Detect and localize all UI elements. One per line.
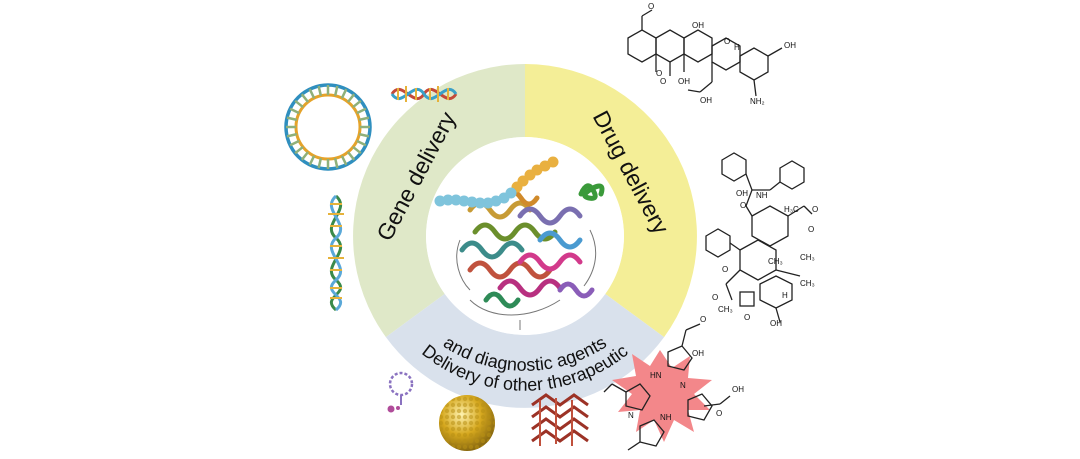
svg-text:NH: NH	[756, 191, 768, 200]
molecule-1-labels: O OH OH OH OH NH₂ O O O H	[648, 2, 796, 106]
dna-base-pair	[294, 145, 304, 155]
dna-base-pair	[308, 88, 316, 99]
molecule-2-labels: NH OH O O H₃C CH₃ CH₃ OH H O O O CH₃ O C…	[712, 189, 818, 328]
dna-base-pair	[333, 85, 339, 97]
ring: Gene delivery Drug delivery Delivery of …	[353, 64, 697, 408]
svg-text:OH: OH	[700, 96, 712, 105]
svg-text:H₃C: H₃C	[784, 205, 799, 214]
svg-text:O: O	[712, 293, 718, 302]
svg-text:N: N	[680, 381, 686, 390]
svg-text:CH₃: CH₃	[768, 257, 783, 266]
svg-text:CH₃: CH₃	[800, 253, 815, 262]
svg-text:OH: OH	[784, 41, 796, 50]
svg-text:H: H	[734, 43, 740, 52]
molecule-2-icon	[705, 152, 813, 323]
svg-text:CH₃: CH₃	[800, 279, 815, 288]
svg-text:O: O	[808, 225, 814, 234]
porphyrin-labels: OH HN N NH N O OH O	[628, 315, 744, 422]
gene-delivery-sector	[353, 64, 525, 338]
dna-base-pair	[356, 107, 367, 115]
dna-ring-icon	[284, 83, 372, 171]
svg-text:NH₂: NH₂	[750, 97, 765, 106]
svg-text:OH: OH	[770, 319, 782, 328]
svg-text:OH: OH	[692, 21, 704, 30]
svg-text:OH: OH	[732, 385, 744, 394]
protein-structure-icon	[456, 189, 597, 330]
svg-text:O: O	[700, 315, 706, 324]
aptamer-icon	[387, 371, 414, 413]
nanoparticle-icon	[439, 395, 495, 451]
svg-text:O: O	[740, 201, 746, 210]
dna-base-pair	[352, 99, 362, 109]
svg-text:O: O	[716, 409, 722, 418]
svg-text:H: H	[782, 291, 788, 300]
peptide-chain-icon	[434, 156, 559, 209]
svg-text:O: O	[648, 2, 654, 11]
svg-text:OH: OH	[692, 349, 704, 358]
dna-base-pair	[289, 107, 300, 115]
dna-base-pair	[317, 85, 323, 97]
svg-text:O: O	[660, 77, 666, 86]
dna-helix-icon	[390, 86, 458, 102]
svg-text:HN: HN	[650, 371, 662, 380]
molecule-1-icon	[627, 9, 783, 97]
dna-base-pair	[300, 93, 310, 103]
dna-base-pair	[294, 99, 304, 109]
dna-strand-icon	[328, 194, 344, 312]
svg-text:O: O	[722, 265, 728, 274]
dna-base-pair	[286, 116, 298, 122]
dna-base-pair	[352, 145, 362, 155]
svg-text:N: N	[628, 411, 634, 420]
porphyrin-molecule-icon: OH HN N NH N O OH O	[603, 315, 744, 451]
svg-text:O: O	[812, 205, 818, 214]
svg-text:O: O	[744, 313, 750, 322]
svg-text:CH₃: CH₃	[718, 305, 733, 314]
dna-base-pair	[340, 88, 348, 99]
nanostructure-lattice-icon	[531, 393, 589, 446]
dna-base-pair	[346, 151, 356, 161]
dna-base-pair	[340, 155, 348, 166]
svg-text:OH: OH	[678, 77, 690, 86]
dna-base-pair	[358, 132, 370, 138]
other-agents-sector	[385, 293, 665, 408]
dna-base-pair	[317, 157, 323, 169]
svg-text:O: O	[656, 69, 662, 78]
svg-text:OH: OH	[736, 189, 748, 198]
dna-base-pair	[300, 151, 310, 161]
dna-base-pair	[308, 155, 316, 166]
dna-base-pair	[358, 116, 370, 122]
svg-text:O: O	[724, 37, 730, 46]
dna-base-pair	[333, 157, 339, 169]
svg-text:NH: NH	[660, 413, 672, 422]
drug-delivery-sector	[525, 64, 697, 338]
dna-base-pair	[346, 93, 356, 103]
dna-base-pair	[356, 139, 367, 147]
small-helix-icon	[578, 183, 605, 201]
dna-base-pair	[289, 139, 300, 147]
dna-base-pair	[286, 132, 298, 138]
